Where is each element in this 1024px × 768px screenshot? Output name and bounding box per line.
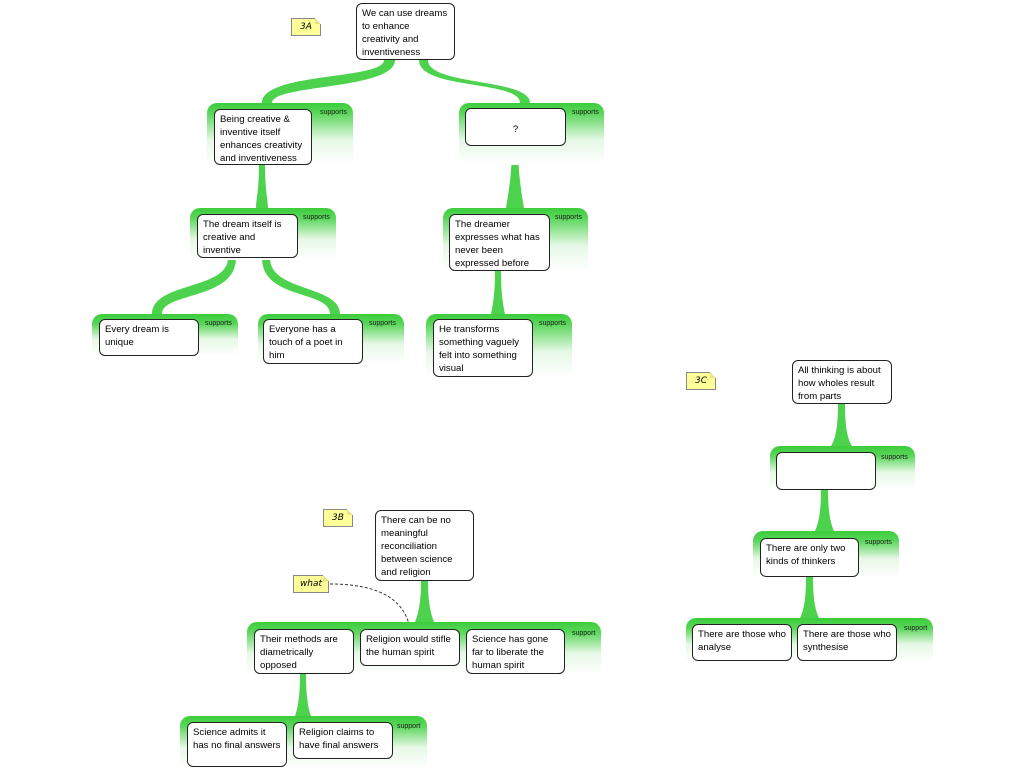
connector-3c-leaf xyxy=(800,577,819,618)
reason-3a-dreamer-expresses[interactable]: The dreamer expresses what has never bee… xyxy=(449,214,550,271)
question-arrow xyxy=(329,583,411,630)
relation-label: supports xyxy=(572,109,599,116)
connector-3c-root xyxy=(831,404,852,446)
note-3c[interactable]: 3C xyxy=(686,372,716,390)
reason-3c-empty[interactable] xyxy=(776,452,876,490)
evidence-3a-every-dream[interactable]: Every dream is unique xyxy=(99,319,199,356)
note-3b[interactable]: 3B xyxy=(323,509,353,527)
evidence-3c-analyse[interactable]: There are those who analyse xyxy=(692,624,792,661)
relation-label: supports xyxy=(539,320,566,327)
evidence-3b-science-admits[interactable]: Science admits it has no final answers xyxy=(187,722,287,767)
reason-3b-science-liberate[interactable]: Science has gone far to liberate the hum… xyxy=(466,629,565,674)
connector-3b-sub xyxy=(295,674,311,716)
connector-3c-mid xyxy=(815,490,834,531)
reason-3a-unknown[interactable]: ? xyxy=(465,108,566,146)
connector-3a-root-left xyxy=(262,60,395,103)
reason-3c-two-kinds[interactable]: There are only two kinds of thinkers xyxy=(760,538,859,577)
reason-3b-religion-stifle[interactable]: Religion would stifle the human spirit xyxy=(360,629,460,666)
claim-3b-root[interactable]: There can be no meaningful reconciliatio… xyxy=(375,510,474,581)
evidence-3b-religion-claims[interactable]: Religion claims to have final answers xyxy=(293,722,393,759)
relation-label: supports xyxy=(303,214,330,221)
relation-label: support xyxy=(904,625,928,632)
note-what[interactable]: what xyxy=(293,575,329,593)
relation-label: supports xyxy=(320,109,347,116)
reason-3b-methods[interactable]: Their methods are diametrically opposed xyxy=(254,629,354,674)
connector-3a-root-right xyxy=(419,60,530,103)
reason-3a-dream-creative[interactable]: The dream itself is creative and inventi… xyxy=(197,214,298,258)
connector-3a-right-down xyxy=(506,146,524,208)
evidence-3a-poet[interactable]: Everyone has a touch of a poet in him xyxy=(263,319,363,364)
evidence-3c-synthesise[interactable]: There are those who synthesise xyxy=(797,624,897,661)
relation-label: support xyxy=(572,630,596,637)
evidence-3a-transforms[interactable]: He transforms something vaguely felt int… xyxy=(433,319,533,377)
relation-label: supports xyxy=(881,454,908,461)
note-3a[interactable]: 3A xyxy=(291,18,321,36)
connector-3a-leaf-left xyxy=(152,258,236,314)
claim-3c-root[interactable]: All thinking is about how wholes result … xyxy=(792,360,892,404)
relation-label: supports xyxy=(205,320,232,327)
relation-label: supports xyxy=(865,539,892,546)
reason-3a-creative[interactable]: Being creative & inventive itself enhanc… xyxy=(214,109,312,165)
relation-label: support xyxy=(397,723,421,730)
connector-3a-left-down xyxy=(256,165,268,208)
connector-3a-leaf-right xyxy=(262,258,340,314)
connector-3a-right-leaf xyxy=(491,271,505,314)
relation-label: supports xyxy=(369,320,396,327)
claim-3a-root[interactable]: We can use dreams to enhance creativity … xyxy=(356,3,455,60)
relation-label: supports xyxy=(555,214,582,221)
connector-3b-root xyxy=(415,581,434,622)
